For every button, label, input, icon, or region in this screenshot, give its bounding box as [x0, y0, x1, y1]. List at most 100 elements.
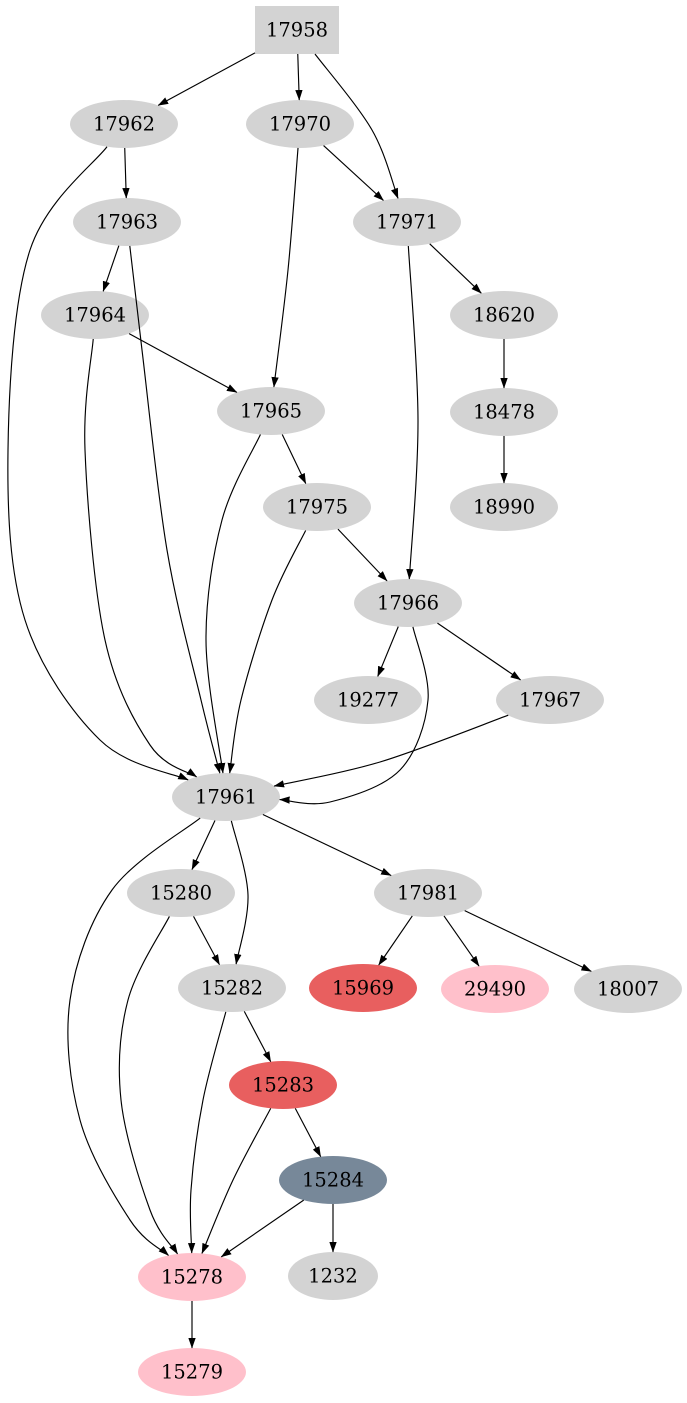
edge-17958-17962 [157, 52, 256, 106]
node-label: 1232 [308, 1265, 358, 1288]
node-ellipse-shape [354, 579, 462, 627]
edge-17958-17971 [314, 53, 399, 199]
node-ellipse-shape [314, 676, 422, 724]
node-17965: 17965 [217, 387, 325, 435]
node-label: 18478 [473, 401, 535, 424]
node-label: 15278 [161, 1266, 223, 1289]
node-18620: 18620 [450, 291, 558, 339]
edge-15282-15278 [187, 1011, 227, 1254]
edge-17961-15282 [230, 820, 249, 965]
node-label: 17971 [376, 211, 438, 234]
edge-17963-17961 [129, 245, 221, 774]
edge-17967-17961 [273, 714, 509, 788]
node-ellipse-shape [441, 965, 549, 1013]
node-label: 17966 [377, 592, 439, 615]
node-label: 19277 [337, 689, 399, 712]
node-1232: 1232 [288, 1252, 378, 1300]
node-17971: 17971 [353, 198, 461, 246]
node-ellipse-shape [263, 483, 371, 531]
node-17967: 17967 [496, 676, 604, 724]
node-17970: 17970 [246, 100, 354, 148]
node-ellipse-shape [574, 965, 682, 1013]
node-label: 17962 [93, 113, 155, 136]
node-15969: 15969 [309, 964, 417, 1012]
edge-15284-15278 [220, 1199, 305, 1258]
node-label: 15280 [150, 882, 212, 905]
node-label: 15969 [332, 977, 394, 1000]
node-ellipse-shape [450, 291, 558, 339]
node-ellipse-shape [217, 387, 325, 435]
edge-17965-17961 [205, 434, 261, 774]
node-ellipse-shape [138, 1253, 246, 1301]
node-label: 17961 [195, 786, 257, 809]
node-17964: 17964 [41, 291, 149, 339]
node-17958: 17958 [255, 6, 339, 54]
node-17975: 17975 [263, 483, 371, 531]
node-label: 18620 [473, 304, 535, 327]
node-18007: 18007 [574, 965, 682, 1013]
node-15283: 15283 [229, 1061, 337, 1109]
node-label: 18990 [473, 496, 535, 519]
node-label: 18007 [597, 978, 659, 1001]
edge-15280-15278 [118, 916, 178, 1255]
node-18990: 18990 [450, 483, 558, 531]
node-15279: 15279 [138, 1348, 246, 1396]
node-15284: 15284 [279, 1156, 387, 1204]
node-29490: 29490 [441, 965, 549, 1013]
node-label: 15279 [161, 1361, 223, 1384]
node-label: 17963 [96, 211, 158, 234]
edge-17975-17961 [227, 530, 307, 774]
edge-17981-18007 [464, 910, 592, 972]
node-ellipse-shape [288, 1252, 378, 1300]
node-label: 15284 [302, 1169, 364, 1192]
edge-17962-17963 [122, 147, 130, 199]
node-ellipse-shape [450, 388, 558, 436]
edge-17961-17981 [262, 814, 392, 876]
edge-17965-17975 [281, 434, 307, 484]
edge-17966-17961 [279, 626, 429, 805]
node-18478: 18478 [450, 388, 558, 436]
node-15282: 15282 [178, 964, 286, 1012]
node-17962: 17962 [70, 100, 178, 148]
node-label: 17964 [64, 304, 126, 327]
edge-17958-17970 [295, 53, 303, 101]
node-15280: 15280 [127, 869, 235, 917]
edge-17963-17964 [102, 245, 120, 292]
node-ellipse-shape [353, 198, 461, 246]
node-ellipse-shape [496, 676, 604, 724]
node-label: 17975 [286, 496, 348, 519]
node-label: 17981 [397, 882, 459, 905]
node-ellipse-shape [127, 869, 235, 917]
node-label: 17965 [240, 400, 302, 423]
edge-15283-15284 [294, 1108, 322, 1158]
node-17966: 17966 [354, 579, 462, 627]
edge-17964-17965 [128, 333, 238, 393]
node-label: 15282 [201, 977, 263, 1000]
node-label: 15283 [252, 1074, 314, 1097]
edge-17981-15969 [378, 915, 413, 966]
edge-17964-17961 [84, 338, 198, 778]
edge-17971-17966 [406, 245, 419, 580]
edge-17970-17971 [323, 145, 384, 201]
node-ellipse-shape [229, 1061, 337, 1109]
node-label: 17967 [519, 689, 581, 712]
node-label: 17958 [266, 19, 328, 42]
node-ellipse-shape [178, 964, 286, 1012]
node-ellipse-shape [172, 773, 280, 821]
node-layer: 17958 17962 17970 17963 17971 17964 18620 17965… [41, 6, 682, 1396]
node-17961: 17961 [172, 773, 280, 821]
edge-17961-15278 [67, 817, 201, 1256]
node-label: 29490 [464, 978, 526, 1001]
node-19277: 19277 [314, 676, 422, 724]
node-ellipse-shape [374, 869, 482, 917]
edge-17966-19277 [377, 626, 399, 677]
edge-17961-15280 [191, 820, 216, 870]
node-ellipse-shape [70, 100, 178, 148]
edge-17971-18620 [429, 243, 482, 294]
node-17981: 17981 [374, 869, 482, 917]
node-ellipse-shape [279, 1156, 387, 1204]
edge-17981-29490 [443, 915, 480, 967]
node-17963: 17963 [73, 198, 181, 246]
node-ellipse-shape [138, 1348, 246, 1396]
